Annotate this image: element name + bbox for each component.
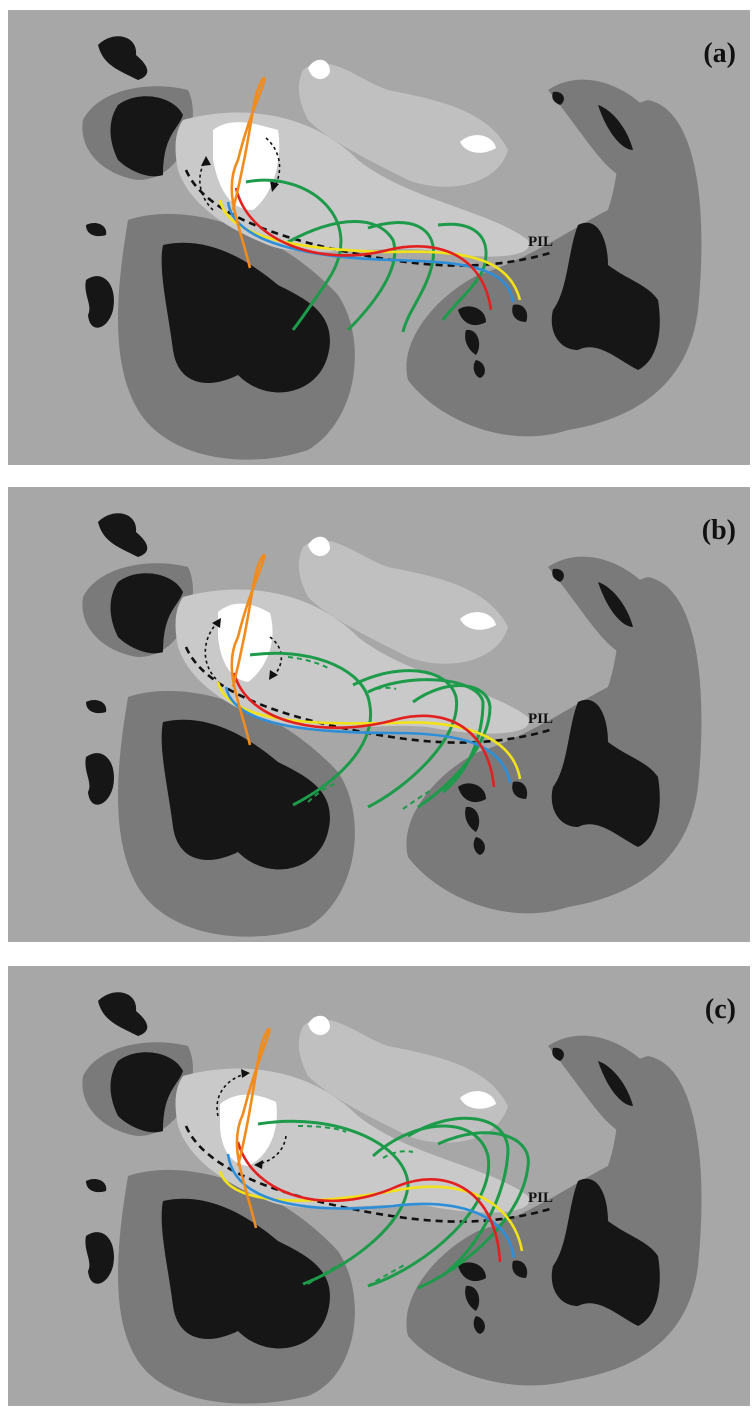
blue-field-line: [226, 201, 515, 303]
green-loop-1-dashed: [297, 1125, 347, 1133]
green-loop-1-dashed: [287, 656, 331, 670]
umbra-mid-cluster: [458, 1262, 486, 1334]
umbra-left-large: [161, 719, 330, 870]
umbra-left-large: [161, 242, 330, 393]
blue-field-line: [224, 686, 512, 784]
polarity-inversion-line: [184, 646, 554, 744]
umbra-right-large: [551, 699, 660, 847]
umbra-mid-small: [512, 781, 528, 799]
positive-spot-right: [460, 1091, 496, 1109]
panel-a: PIL (a): [8, 10, 750, 465]
green-foot-dashed-2: [367, 1263, 407, 1287]
green-loop-2: [287, 220, 397, 332]
positive-plage-upper: [298, 540, 508, 664]
umbra-left-small-2: [85, 753, 114, 805]
rotation-arrow-left-head: [212, 618, 221, 628]
rotation-arrow-right-head: [270, 181, 279, 192]
rotation-arrow-left-head: [241, 1069, 250, 1078]
umbra-left-small-2: [85, 276, 114, 328]
rotation-arrow-left-head: [201, 156, 211, 166]
magnetogram-sketch-a: PIL: [82, 36, 702, 460]
negative-penumbra-upper-right: [548, 1035, 659, 1136]
green-loop-1: [245, 178, 343, 331]
green-loop-3: [417, 1131, 530, 1290]
polarity-inversion-line: [184, 169, 554, 267]
umbra-left-small-1: [86, 700, 107, 714]
orange-flux-rope: [230, 77, 266, 269]
umbra-topleft: [110, 1052, 183, 1133]
umbra-mid-small: [512, 1260, 528, 1278]
panel-label-a: (a): [703, 38, 736, 69]
positive-core: [213, 122, 280, 210]
umbra-topleft: [110, 96, 183, 177]
positive-plage-upper: [298, 63, 508, 187]
umbra-right-large: [551, 1178, 660, 1326]
panel-label-c: (c): [704, 994, 736, 1025]
negative-penumbra-upper-right: [548, 556, 659, 657]
orange-flux-rope: [235, 1028, 271, 1229]
umbra-mid-cluster: [458, 306, 486, 378]
umbra-top-fragment: [98, 36, 148, 80]
green-loop-1: [249, 651, 372, 807]
rotation-arrow-right-head: [269, 670, 278, 680]
umbra-upper-right: [552, 91, 633, 150]
yellow-field-line: [216, 681, 522, 780]
green-foot-dashed-1: [307, 1263, 341, 1285]
panel-b: PIL (b): [8, 487, 750, 942]
umbra-top-fragment: [98, 992, 148, 1036]
umbra-mid-small: [512, 304, 528, 322]
panel-c: PIL (c): [8, 966, 750, 1406]
green-foot-dashed-2: [402, 788, 434, 810]
pil-label: PIL: [528, 711, 553, 727]
positive-spot-top: [308, 59, 330, 80]
green-loop-2: [352, 669, 459, 809]
positive-spot-top: [308, 536, 330, 557]
positive-spot-right: [460, 135, 496, 153]
umbra-right-large: [551, 222, 660, 370]
green-foot-dashed-1: [307, 781, 339, 803]
negative-penumbra-upper-right: [548, 79, 659, 180]
red-field-line: [232, 672, 496, 788]
umbra-top-fragment: [98, 513, 148, 557]
green-loop-4: [367, 678, 485, 794]
positive-plage-upper: [298, 1019, 508, 1143]
magnetogram-sketch-c: PIL: [82, 992, 702, 1404]
positive-core: [220, 1094, 277, 1166]
blue-field-line: [226, 1153, 516, 1259]
red-field-line: [234, 187, 493, 311]
green-loop-3: [412, 684, 492, 809]
umbra-left-small-1: [86, 1179, 107, 1193]
green-loop-2-dashed: [382, 1150, 414, 1159]
green-foot-dashed-3: [419, 1267, 457, 1289]
rotation-arrow-left: [204, 621, 219, 680]
umbra-upper-right: [552, 1047, 633, 1106]
magnetogram-sketch-b: PIL: [82, 513, 702, 937]
green-loop-3: [367, 221, 436, 333]
umbra-mid-cluster: [458, 783, 486, 855]
pil-label: PIL: [528, 234, 553, 250]
umbra-upper-right: [552, 568, 633, 627]
green-loop-4: [407, 1116, 510, 1273]
umbra-left-small-2: [85, 1232, 114, 1284]
umbra-left-small-1: [86, 223, 107, 237]
umbra-left-large: [161, 1198, 330, 1349]
red-field-line: [236, 1141, 502, 1263]
rotation-arrow-right-head: [254, 1160, 263, 1169]
green-loop-1: [257, 1119, 410, 1286]
umbra-topleft: [110, 573, 183, 654]
orange-flux-rope: [230, 554, 266, 746]
positive-spot-right: [460, 612, 496, 630]
pil-label: PIL: [528, 1190, 553, 1206]
panel-label-b: (b): [701, 515, 736, 546]
positive-spot-top: [308, 1015, 330, 1036]
